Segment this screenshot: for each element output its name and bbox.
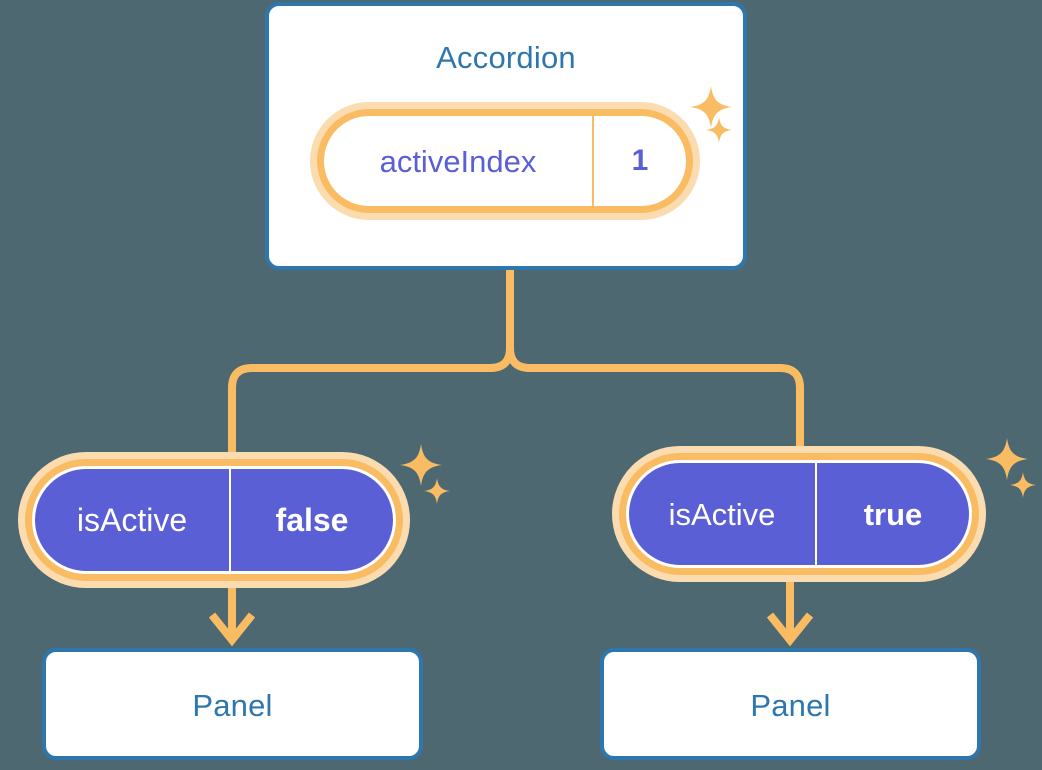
pill-ring: isActive false (25, 459, 403, 581)
state-key-label: activeIndex (379, 143, 537, 179)
page-title: Accordion (436, 40, 576, 75)
pill-ring: activeIndex 1 (317, 109, 693, 213)
panel-title: Panel (192, 688, 273, 723)
state-pill-is-active-true[interactable]: isActive true (612, 446, 986, 582)
pill-ring: isActive true (619, 453, 979, 575)
state-key-label: isActive (76, 502, 188, 538)
component-card-panel-left[interactable]: Panel (42, 648, 423, 760)
pill-inner: activeIndex 1 (324, 116, 686, 206)
panel-title: Panel (750, 688, 831, 723)
connector-branch-right (506, 347, 804, 446)
state-value-label: 1 (592, 116, 686, 206)
state-key-label: isActive (668, 496, 776, 532)
pill-inner: isActive true (626, 460, 972, 568)
state-pill-is-active-false[interactable]: isActive false (18, 452, 410, 588)
arrow-down-icon (766, 582, 814, 647)
state-pill-active-index[interactable]: activeIndex 1 (310, 102, 700, 220)
pill-inner: isActive false (32, 466, 396, 574)
connector-branch-left (228, 347, 514, 452)
component-card-panel-right[interactable]: Panel (600, 648, 981, 760)
state-value-label: true (815, 463, 969, 565)
state-value-label: false (229, 469, 393, 571)
arrow-down-icon (208, 588, 256, 647)
